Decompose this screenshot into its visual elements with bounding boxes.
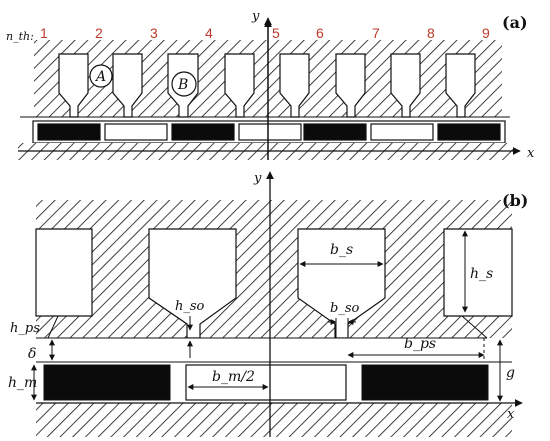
axis-x-label-b: x [507, 407, 515, 422]
panel-a: A B y x n_th: 1 2 3 4 5 6 [6, 9, 535, 161]
nth-label: n_th: [6, 30, 34, 43]
magnet-b-2 [185, 364, 347, 401]
circle-a-marker [89, 64, 113, 88]
label-hm: h_m [8, 375, 37, 391]
circle-label-b: B [177, 77, 188, 93]
tooth-number-3: 3 [150, 25, 158, 41]
tooth-number-2: 2 [95, 25, 103, 41]
circle-label-a: A [94, 69, 106, 85]
label-hps: h_ps [10, 321, 40, 336]
label-bs: b_s [330, 242, 353, 258]
slot-b-right [443, 228, 513, 317]
tooth-number-8: 8 [427, 25, 435, 41]
magnets-a [32, 120, 506, 144]
magnet-a-1 [37, 123, 101, 141]
label-g: g [506, 365, 515, 381]
panel-b-tag: (b) [502, 191, 528, 210]
label-bm2: b_m/2 [212, 369, 255, 385]
magnet-a-3 [171, 123, 235, 141]
tooth-number-4: 4 [205, 25, 213, 41]
axis-x-label-a: x [527, 146, 535, 161]
tooth-number-7: 7 [372, 25, 380, 41]
axis-y-label-b: y [253, 171, 262, 186]
rotor-core-b [36, 403, 512, 437]
magnet-a-7 [437, 123, 501, 141]
tooth-number-6: 6 [316, 25, 324, 41]
magnet-a-2 [104, 123, 168, 141]
label-delta: δ [28, 346, 36, 362]
label-bso: b_so [330, 301, 359, 316]
slot-b-left [35, 228, 93, 317]
tooth-number-5: 5 [272, 25, 280, 41]
teeth-numbers: 1 2 3 4 5 6 7 8 9 [40, 25, 490, 41]
label-hs: h_s [470, 266, 493, 282]
label-bps: b_ps [404, 336, 436, 352]
label-hso: h_so [175, 299, 205, 314]
tooth-number-1: 1 [40, 25, 48, 41]
magnet-a-5 [303, 123, 367, 141]
panel-b: y x b_s h_s h_so b_so h_ps δ b_ps h_m [8, 171, 528, 437]
magnet-b-1 [43, 364, 171, 401]
axis-y-label-a: y [251, 9, 260, 24]
magnet-b-3 [361, 364, 489, 401]
tooth-number-9: 9 [482, 25, 490, 41]
magnet-a-4 [238, 123, 302, 141]
stator-core-b [36, 200, 512, 338]
circle-b-marker [171, 71, 197, 97]
magnet-a-6 [370, 123, 434, 141]
panel-a-tag: (a) [502, 13, 528, 32]
